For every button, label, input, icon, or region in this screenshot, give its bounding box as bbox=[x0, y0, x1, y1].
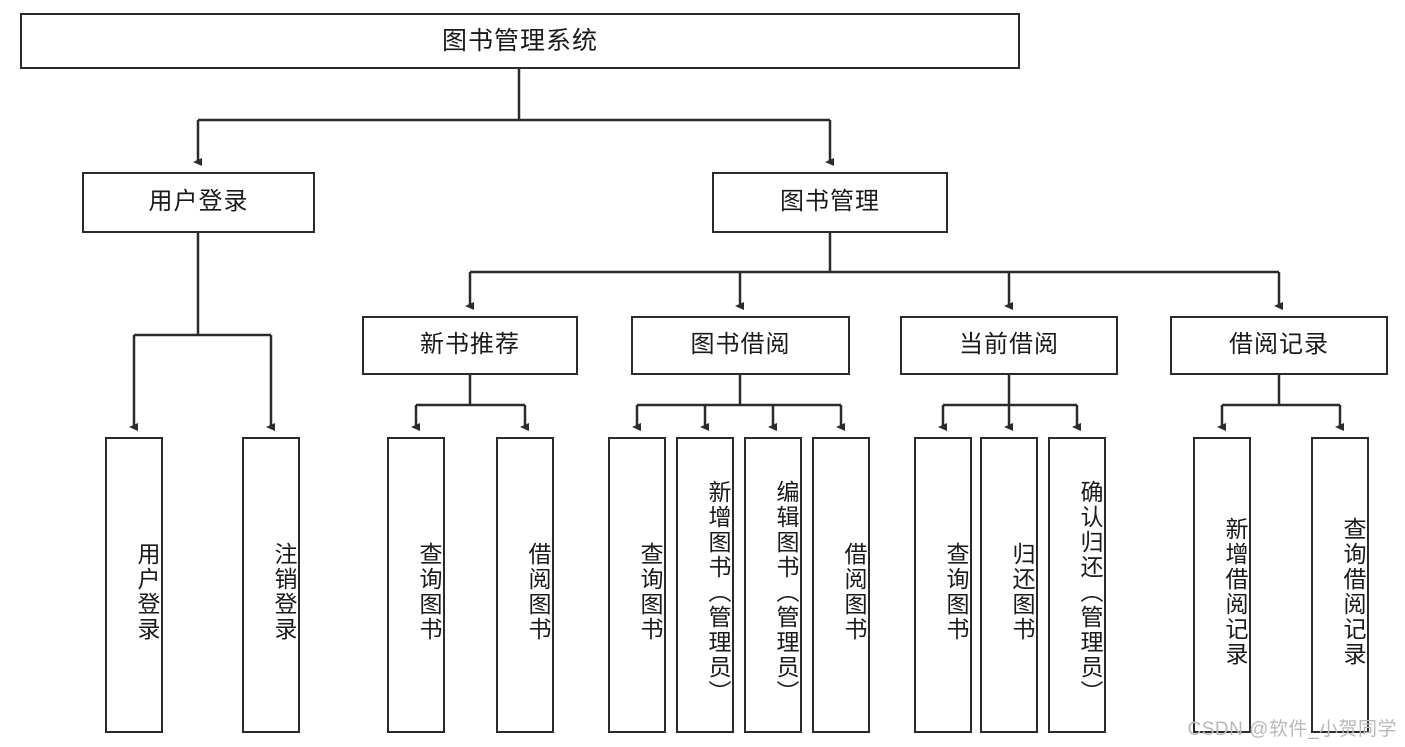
node-label: 图书借阅 bbox=[690, 331, 791, 359]
leaf-borrow-edit-book[interactable]: 编辑图书（管理员） bbox=[744, 437, 802, 733]
leaf-borrow-borrow-book[interactable]: 借阅图书 bbox=[812, 437, 870, 733]
node-label: 查询图书 bbox=[637, 542, 663, 642]
node-label: 归还图书 bbox=[1009, 542, 1035, 642]
node-label: 注销登录 bbox=[271, 542, 297, 642]
leaf-borrow-add-book[interactable]: 新增图书（管理员） bbox=[676, 437, 734, 733]
node-borrow-record[interactable]: 借阅记录 bbox=[1170, 316, 1388, 375]
node-label: 查询图书 bbox=[943, 542, 969, 642]
node-label: 查询借阅记录 bbox=[1340, 517, 1366, 667]
node-label: 图书管理 bbox=[780, 188, 880, 216]
leaf-current-return-book[interactable]: 归还图书 bbox=[980, 437, 1038, 733]
node-label: 查询图书 bbox=[416, 542, 442, 642]
node-book-management[interactable]: 图书管理 bbox=[712, 172, 948, 233]
node-label: 确认归还（管理员） bbox=[1077, 479, 1103, 705]
leaf-current-query-book[interactable]: 查询图书 bbox=[914, 437, 972, 733]
node-book-borrow[interactable]: 图书借阅 bbox=[631, 316, 850, 375]
leaf-user-login-logout[interactable]: 注销登录 bbox=[242, 437, 300, 733]
leaf-record-query[interactable]: 查询借阅记录 bbox=[1311, 437, 1369, 733]
leaf-new-book-borrow[interactable]: 借阅图书 bbox=[496, 437, 554, 733]
node-label: 借阅图书 bbox=[525, 542, 551, 642]
leaf-borrow-query-book[interactable]: 查询图书 bbox=[608, 437, 666, 733]
node-user-login[interactable]: 用户登录 bbox=[82, 172, 315, 233]
node-new-book-recommend[interactable]: 新书推荐 bbox=[362, 316, 578, 375]
leaf-current-confirm-return[interactable]: 确认归还（管理员） bbox=[1048, 437, 1106, 733]
node-book-management-system[interactable]: 图书管理系统 bbox=[20, 13, 1020, 69]
node-label: 新增借阅记录 bbox=[1222, 517, 1248, 667]
node-label: 用户登录 bbox=[134, 542, 160, 642]
csdn-watermark: CSDN @软件_小贺同学 bbox=[1187, 719, 1397, 740]
node-label: 新书推荐 bbox=[420, 331, 520, 359]
leaf-record-add[interactable]: 新增借阅记录 bbox=[1193, 437, 1251, 733]
node-label: 当前借阅 bbox=[959, 331, 1059, 359]
node-label: 图书管理系统 bbox=[441, 27, 598, 55]
node-label: 借阅记录 bbox=[1229, 331, 1329, 359]
leaf-user-login-login[interactable]: 用户登录 bbox=[105, 437, 163, 733]
node-current-borrow[interactable]: 当前借阅 bbox=[900, 316, 1118, 375]
node-label: 借阅图书 bbox=[841, 542, 867, 642]
leaf-new-book-query[interactable]: 查询图书 bbox=[387, 437, 445, 733]
node-label: 用户登录 bbox=[148, 188, 249, 216]
node-label: 编辑图书（管理员） bbox=[773, 479, 799, 705]
node-label: 新增图书（管理员） bbox=[705, 479, 731, 705]
